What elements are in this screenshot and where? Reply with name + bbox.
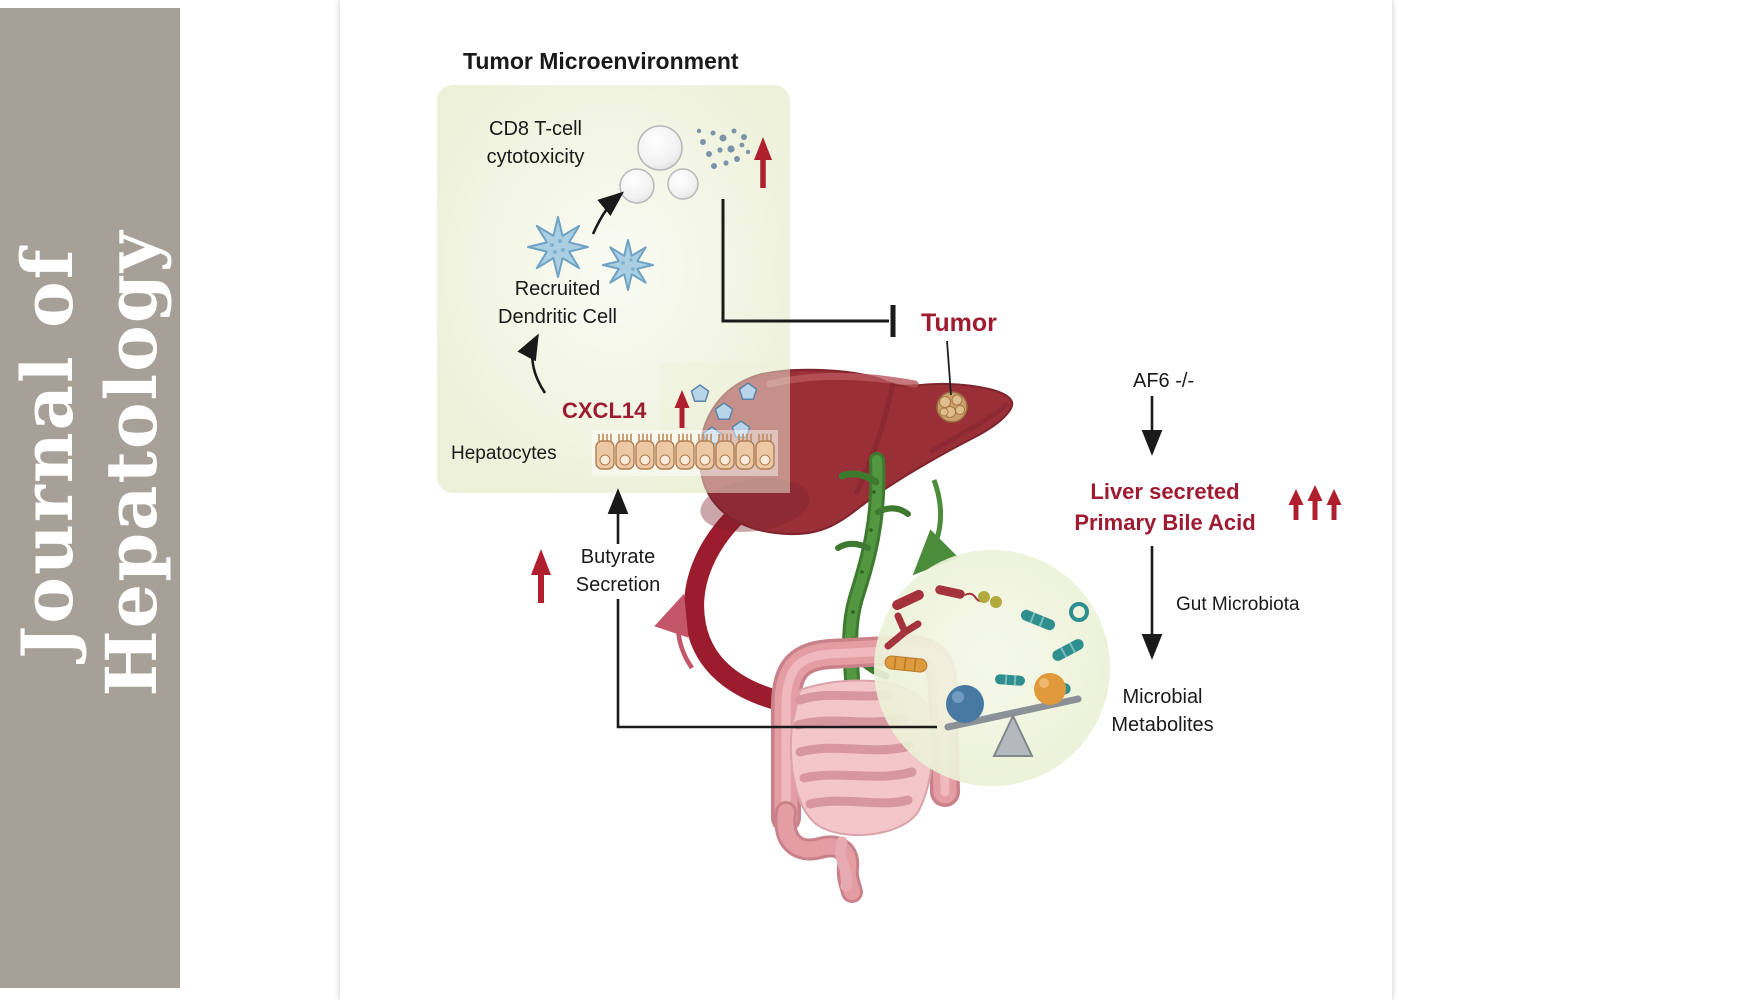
cytotoxic-granule-dots (696, 128, 751, 169)
up-arrow-icon (754, 137, 772, 188)
microbe-teal-rod-icon (995, 674, 1025, 686)
microbe-olive-coccus-icon (978, 591, 990, 603)
tumor-pointer-line (946, 340, 952, 396)
arrow-metabolites-to-hepatocytes (607, 488, 937, 729)
dendritic-cell-icon (602, 239, 654, 291)
dendritic-label-line2: Dendritic Cell (498, 305, 617, 328)
dendritic-cell-icon (527, 216, 589, 278)
butyrate-label-line1: Butyrate (580, 546, 656, 568)
bile-acid-label: Liver secreted Primary Bile Acid (1053, 476, 1277, 538)
hepatic-vessel-red (654, 495, 812, 716)
arrow-cxcl14-to-dendritic (517, 333, 547, 394)
cd8-tcell-icons (619, 125, 699, 204)
up-arrow-icon (674, 390, 690, 428)
tcell-icon (637, 125, 683, 171)
bile-acid-label-line2: Primary Bile Acid (1074, 510, 1256, 536)
metabolite-balance-seesaw (944, 673, 1082, 757)
cd8-label: CD8 T-cell cytotoxicity (448, 116, 623, 171)
cxcl14-label: CXCL14 (562, 398, 647, 423)
dendritic-label-line1: Recruited (514, 278, 601, 300)
tcell-icon (619, 168, 655, 204)
microbe-orange-segmented-icon (884, 655, 928, 673)
microbe-teal-ring-icon (1069, 602, 1089, 622)
cd8-label-line1: CD8 T-cell (489, 118, 582, 140)
microbe-olive-coccus-icon (990, 596, 1002, 608)
microbe-red-rod-icon (892, 589, 924, 611)
liver-illustration (660, 362, 1014, 536)
microbe-red-branching-icon (884, 612, 922, 650)
hepatocyte-strip (592, 430, 778, 476)
dendritic-label: Recruited Dendritic Cell (460, 276, 655, 331)
journal-sidebar: Journal of Hepatology (0, 8, 180, 988)
seesaw-fulcrum (992, 713, 1034, 757)
microbial-metabolites-label: Microbial Metabolites (1100, 684, 1225, 739)
microbe-teal-rod-icon (1052, 639, 1084, 661)
butyrate-label-line2: Secretion (575, 573, 661, 596)
flow-up-arrow-icon (654, 593, 694, 670)
figure-title: Tumor Microenvironment (463, 48, 739, 74)
flow-down-arrow-icon (912, 479, 959, 576)
butyrate-label: Butyrate Secretion (567, 544, 669, 600)
tumor-nodule-icon (936, 391, 968, 423)
bile-acid-label-line1: Liver secreted (1090, 479, 1240, 504)
gut-microbiota-label: Gut Microbiota (1176, 594, 1300, 615)
red-up-arrows (531, 137, 1342, 603)
microbial-metabolites-line2: Metabolites (1111, 713, 1214, 736)
cd8-label-line2: cytotoxicity (486, 145, 585, 168)
inhibition-line-tumor (721, 199, 952, 396)
tumor-label: Tumor (921, 309, 997, 337)
arrow-dendritic-to-tcell (591, 191, 625, 235)
tcell-icon (667, 168, 699, 200)
triple-up-arrows-icon (1288, 485, 1342, 520)
up-arrow-icon (531, 549, 551, 603)
af6-label: AF6 -/- (1133, 370, 1195, 392)
microbial-metabolites-line1: Microbial (1122, 686, 1203, 708)
dendritic-cell-icons (527, 216, 654, 291)
microbe-teal-rod-icon (1020, 609, 1056, 631)
hepatocytes-label: Hepatocytes (451, 443, 557, 464)
